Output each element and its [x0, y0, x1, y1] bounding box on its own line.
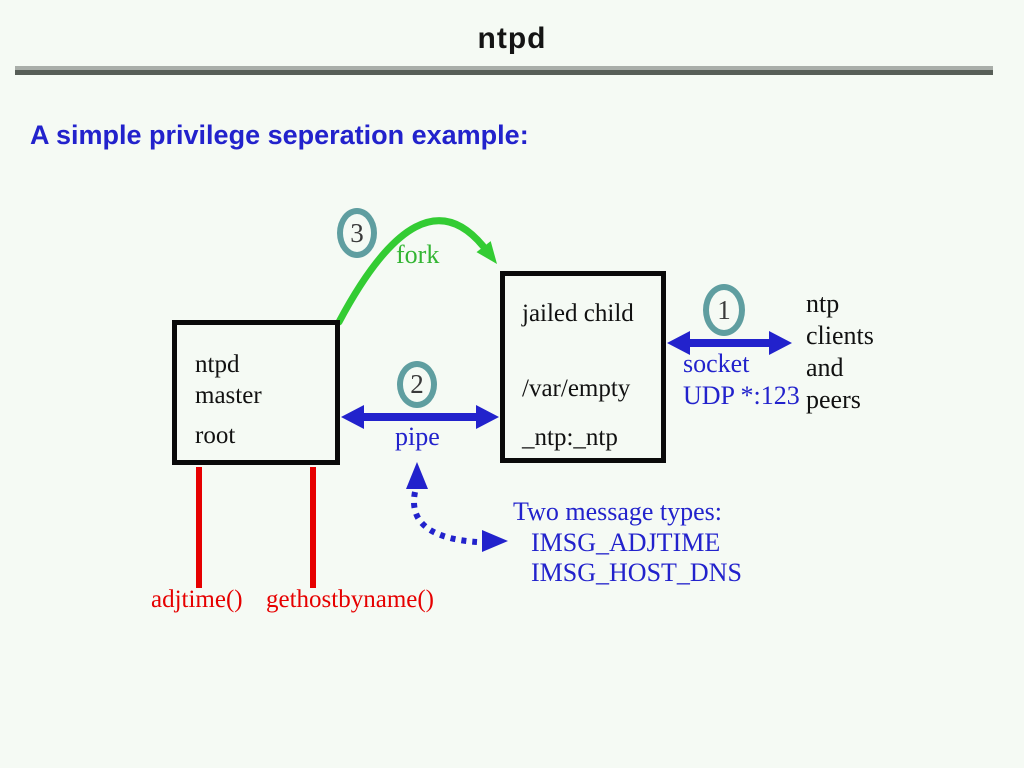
step-1-number: 1 — [717, 294, 731, 325]
master-box-line-1: ntpd — [195, 351, 240, 378]
master-box-line-3: root — [195, 422, 236, 449]
pipe-arrowhead-right-icon — [476, 405, 499, 429]
ntp-clients-text: ntp clients and peers — [806, 288, 874, 416]
message-arrowhead-up-icon — [406, 462, 428, 489]
clients-line-1: ntp — [806, 289, 840, 318]
gethostbyname-label: gethostbyname() — [266, 586, 435, 613]
adjtime-label: adjtime() — [151, 586, 243, 613]
pipe-label: pipe — [395, 422, 440, 451]
title-divider — [15, 66, 993, 75]
socket-udp-label: UDP *:123 — [683, 381, 800, 410]
divider-dark-band — [15, 70, 993, 75]
pipe-arrowhead-left-icon — [341, 405, 364, 429]
socket-label: socket — [683, 349, 750, 378]
socket-arrowhead-left-icon — [667, 331, 690, 355]
child-box-line-2: /var/empty — [522, 375, 631, 402]
gethostbyname-line — [310, 467, 316, 588]
fork-label: fork — [396, 240, 440, 269]
message-type-1: IMSG_ADJTIME — [531, 528, 721, 557]
fork-arrow — [335, 217, 487, 326]
jailed-child-box: jailed child /var/empty _ntp:_ntp — [500, 271, 666, 463]
message-types-heading: Two message types: — [513, 497, 723, 526]
message-type-2: IMSG_HOST_DNS — [531, 558, 742, 587]
step-3-badge: 3 — [337, 208, 377, 258]
page-title: ntpd — [477, 22, 547, 55]
clients-line-3: and — [806, 353, 844, 382]
step-2-number: 2 — [410, 369, 424, 399]
child-box-line-1: jailed child — [522, 300, 634, 327]
divider-light-band — [15, 66, 993, 70]
message-types-arrow — [411, 491, 478, 545]
clients-line-2: clients — [806, 321, 874, 350]
socket-arrowhead-right-icon — [769, 331, 792, 355]
step-3-number: 3 — [350, 217, 364, 248]
ntpd-master-box: ntpd master root — [172, 320, 340, 465]
step-1-badge: 1 — [703, 284, 745, 336]
child-box-line-3: _ntp:_ntp — [522, 424, 618, 451]
message-arrowhead-right-icon — [482, 530, 508, 552]
slide-subtitle: A simple privilege seperation example: — [30, 120, 529, 150]
clients-line-4: peers — [806, 385, 861, 414]
adjtime-line — [196, 467, 202, 588]
fork-arrowhead-icon — [476, 241, 497, 264]
step-2-badge: 2 — [397, 361, 437, 408]
master-box-line-2: master — [195, 382, 262, 409]
